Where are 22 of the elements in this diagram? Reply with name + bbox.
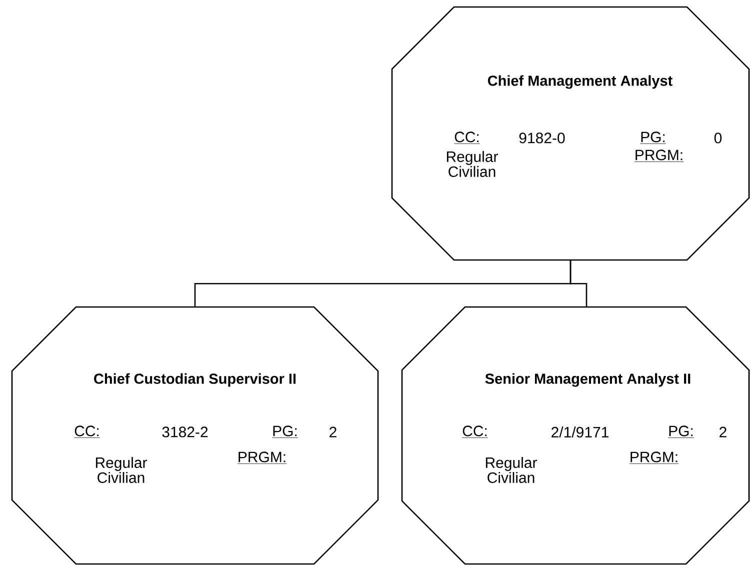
field-label: CC: xyxy=(462,426,488,438)
field-label: PG: xyxy=(668,426,694,438)
employee-type: Regular Civilian xyxy=(96,457,147,483)
employee-type: Regular Civilian xyxy=(446,151,498,177)
connector-line xyxy=(570,260,588,306)
field-label: CC: xyxy=(74,426,100,438)
employee-type: Regular Civilian xyxy=(486,457,537,483)
field-label: PRGM: xyxy=(237,452,287,464)
field-value: 2 xyxy=(720,426,726,438)
field-value: 2/1/9171 xyxy=(552,426,608,438)
field-label: PG: xyxy=(640,132,666,144)
job-title: Senior Management Analyst II xyxy=(485,373,690,387)
job-title: Chief Custodian Supervisor II xyxy=(94,373,296,387)
field-value: 3182-2 xyxy=(162,426,208,438)
field-value: 2 xyxy=(330,426,336,438)
job-title: Chief Management Analyst xyxy=(488,75,672,89)
field-label: CC: xyxy=(454,132,480,144)
field-label: PG: xyxy=(272,426,298,438)
field-value: 9182-0 xyxy=(519,132,565,144)
field-label: PRGM: xyxy=(634,150,684,162)
field-label: PRGM: xyxy=(629,452,679,464)
field-value: 0 xyxy=(714,132,722,144)
